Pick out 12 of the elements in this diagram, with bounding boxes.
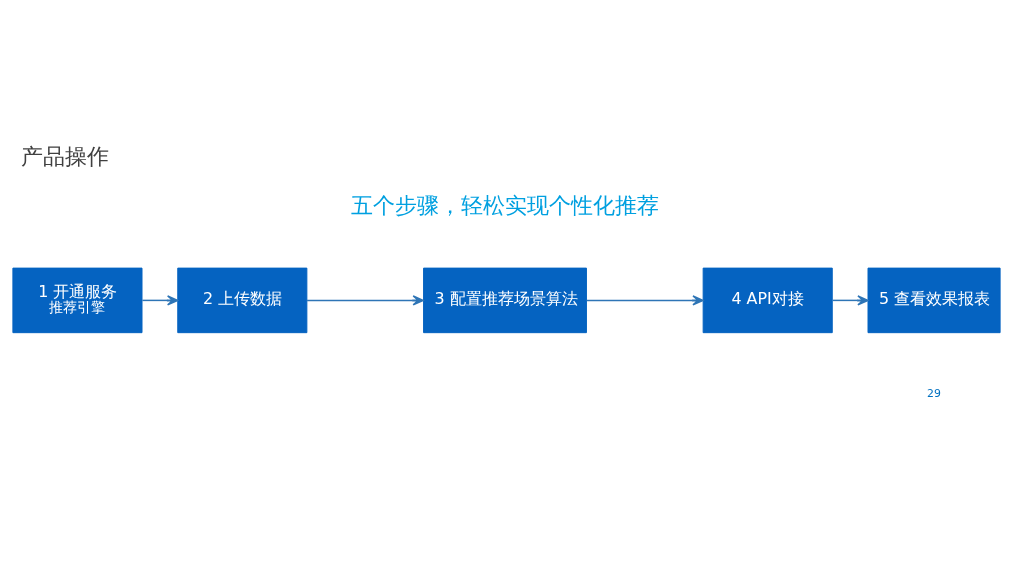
node-box: 2 上传数据	[177, 267, 308, 334]
node-box: 5 查看效果报表	[867, 267, 1001, 334]
label: 29	[927, 386, 942, 400]
diagram-title: 产品操作	[20, 144, 109, 170]
arrow	[585, 295, 704, 306]
arrow	[141, 295, 179, 306]
node-box: 1 开通服务 推荐引擎	[12, 267, 143, 334]
label: 五个步骤，轻松实现个性化推荐	[351, 192, 660, 218]
node-box: 4 API对接	[702, 267, 833, 334]
arrow	[831, 295, 869, 306]
arrow	[306, 295, 424, 306]
node-box: 3 配置推荐场景算法	[423, 267, 587, 334]
